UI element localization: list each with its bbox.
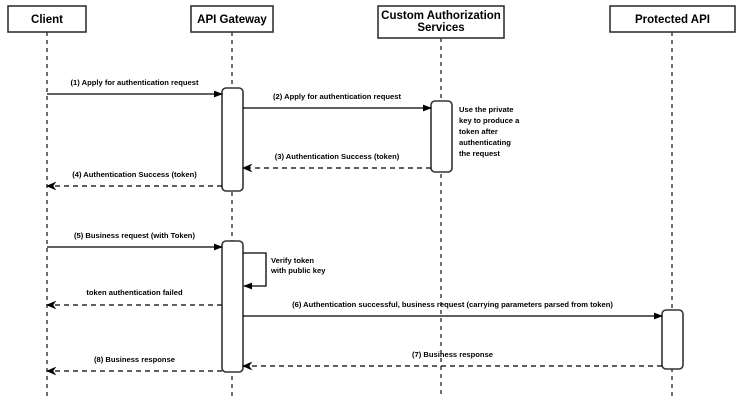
message-2[interactable]: (2) Apply for authentication request bbox=[243, 92, 432, 112]
lifelines-layer bbox=[46, 32, 673, 396]
message-label-1: (1) Apply for authentication request bbox=[71, 78, 199, 87]
message-8[interactable]: (8) Business response bbox=[45, 355, 222, 376]
activation-bar-gw-business[interactable] bbox=[221, 240, 244, 373]
message-1[interactable]: (1) Apply for authentication request bbox=[47, 78, 223, 98]
participant-box-protected-api[interactable] bbox=[609, 5, 736, 33]
message-label-2: (2) Apply for authentication request bbox=[273, 92, 401, 101]
messages-layer: (1) Apply for authentication request (2) … bbox=[45, 78, 663, 376]
message-4[interactable]: (4) Authentication Success (token) bbox=[45, 170, 222, 191]
note-line-1: Use the private bbox=[459, 105, 513, 114]
participant-label-client: Client bbox=[31, 14, 63, 26]
message-err[interactable]: token authentication failed bbox=[45, 288, 222, 310]
note-line-5: the request bbox=[459, 149, 500, 158]
activation-bar-auth-svc[interactable] bbox=[430, 100, 453, 173]
notes-layer: Use the private key to produce a token aft… bbox=[459, 105, 520, 158]
message-label-5: (5) Business request (with Token) bbox=[74, 231, 195, 240]
note-line-4: authenticating bbox=[459, 138, 511, 147]
self-message-label-line1: Verify token bbox=[271, 256, 314, 265]
message-label-4: (4) Authentication Success (token) bbox=[72, 170, 197, 179]
participant-api-gateway[interactable]: API Gateway bbox=[190, 5, 274, 33]
participant-client[interactable]: Client bbox=[7, 5, 87, 33]
activations-layer bbox=[221, 87, 684, 373]
participant-label-protected-api: Protected API bbox=[635, 14, 710, 26]
message-6[interactable]: (6) Authentication successful, business … bbox=[243, 300, 663, 320]
message-label-3: (3) Authentication Success (token) bbox=[275, 152, 400, 161]
message-3[interactable]: (3) Authentication Success (token) bbox=[241, 152, 431, 173]
message-label-6: (6) Authentication successful, business … bbox=[292, 300, 613, 309]
participant-protected-api[interactable]: Protected API bbox=[609, 5, 736, 33]
note-private-key-note: Use the private key to produce a token aft… bbox=[459, 105, 520, 158]
message-7[interactable]: (7) Business response bbox=[241, 350, 662, 371]
activation-bar-gw-auth[interactable] bbox=[221, 87, 244, 192]
message-label-7: (7) Business response bbox=[412, 350, 493, 359]
message-label-8: (8) Business response bbox=[94, 355, 175, 364]
self-message-arrow-verify-token bbox=[243, 252, 267, 290]
message-5[interactable]: (5) Business request (with Token) bbox=[47, 231, 223, 251]
note-line-3: token after bbox=[459, 127, 498, 136]
self-message-label-line2: with public key bbox=[270, 266, 326, 275]
message-label-err: token authentication failed bbox=[86, 288, 183, 297]
activation-bar-protected[interactable] bbox=[661, 309, 684, 370]
participant-label-api-gateway: API Gateway bbox=[197, 14, 267, 26]
note-line-2: key to produce a bbox=[459, 116, 520, 125]
